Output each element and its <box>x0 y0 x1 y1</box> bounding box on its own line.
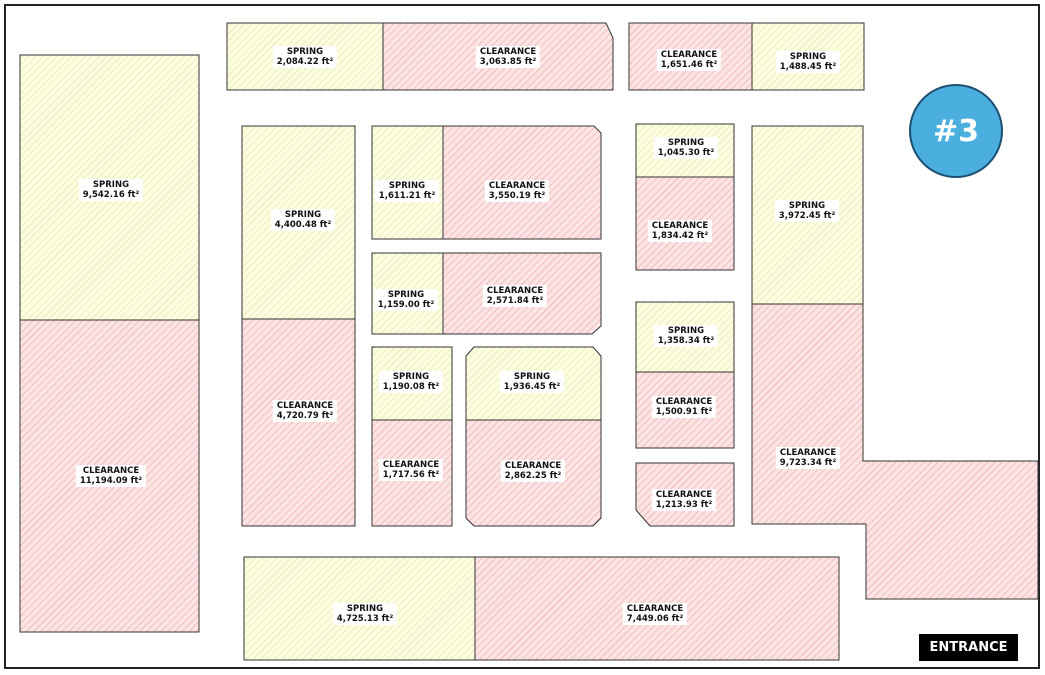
zone-number-badge: #3 <box>909 84 1003 178</box>
zone-type: CLEARANCE <box>660 50 718 60</box>
zone-type: CLEARANCE <box>486 286 544 296</box>
zone-type: SPRING <box>392 372 430 382</box>
map-frame <box>4 4 1040 669</box>
zone-type: CLEARANCE <box>626 604 684 614</box>
zone-area: 1,045.30 ft² <box>657 148 715 158</box>
zone-type: CLEARANCE <box>504 461 562 471</box>
zone-area: 3,550.19 ft² <box>488 191 546 201</box>
zone-type: CLEARANCE <box>276 401 334 411</box>
zone-area: 1,213.93 ft² <box>655 500 713 510</box>
zone-type: CLEARANCE <box>382 460 440 470</box>
zone-type: SPRING <box>789 52 827 62</box>
zone-area: 3,972.45 ft² <box>778 211 836 221</box>
zone-area: 2,084.22 ft² <box>276 57 334 67</box>
zone-type: SPRING <box>346 604 384 614</box>
zone-area: 1,936.45 ft² <box>503 382 561 392</box>
zone-type: SPRING <box>286 47 324 57</box>
entrance-label: ENTRANCE <box>919 634 1018 661</box>
zone-type: CLEARANCE <box>488 181 546 191</box>
zone-type: CLEARANCE <box>655 490 713 500</box>
zone-area: 2,571.84 ft² <box>486 296 544 306</box>
zone-type: SPRING <box>388 181 426 191</box>
zone-type: CLEARANCE <box>651 221 709 231</box>
zone-type: SPRING <box>667 326 705 336</box>
zone-type: SPRING <box>513 372 551 382</box>
zone-area: 7,449.06 ft² <box>626 614 684 624</box>
zone-type: SPRING <box>92 180 130 190</box>
zone-type: SPRING <box>667 138 705 148</box>
clearance-zone-8[interactable] <box>241 318 356 527</box>
zone-area: 1,651.46 ft² <box>660 60 718 70</box>
zone-type: SPRING <box>788 201 826 211</box>
zone-area: 1,500.91 ft² <box>655 407 713 417</box>
zone-type: CLEARANCE <box>779 448 837 458</box>
zone-area: 11,194.09 ft² <box>79 476 143 486</box>
zone-area: 1,159.00 ft² <box>377 300 435 310</box>
zone-area: 1,190.08 ft² <box>382 382 440 392</box>
zone-type: SPRING <box>284 210 322 220</box>
zone-area: 1,717.56 ft² <box>382 470 440 480</box>
zone-type: CLEARANCE <box>479 47 537 57</box>
zone-area: 4,720.79 ft² <box>276 411 334 421</box>
zone-area: 2,862.25 ft² <box>504 471 562 481</box>
clearance-zone-23[interactable] <box>751 303 1039 600</box>
zone-type: CLEARANCE <box>82 466 140 476</box>
zone-type: CLEARANCE <box>655 397 713 407</box>
zone-area: 9,723.34 ft² <box>779 458 837 468</box>
zone-area: 3,063.85 ft² <box>479 57 537 67</box>
zone-area: 1,488.45 ft² <box>779 62 837 72</box>
zone-area: 4,400.48 ft² <box>274 220 332 230</box>
zone-area: 1,834.42 ft² <box>651 231 709 241</box>
zone-area: 1,358.34 ft² <box>657 336 715 346</box>
zone-area: 1,611.21 ft² <box>378 191 436 201</box>
zone-type: SPRING <box>387 290 425 300</box>
zone-area: 9,542.16 ft² <box>82 190 140 200</box>
zone-area: 4,725.13 ft² <box>336 614 394 624</box>
